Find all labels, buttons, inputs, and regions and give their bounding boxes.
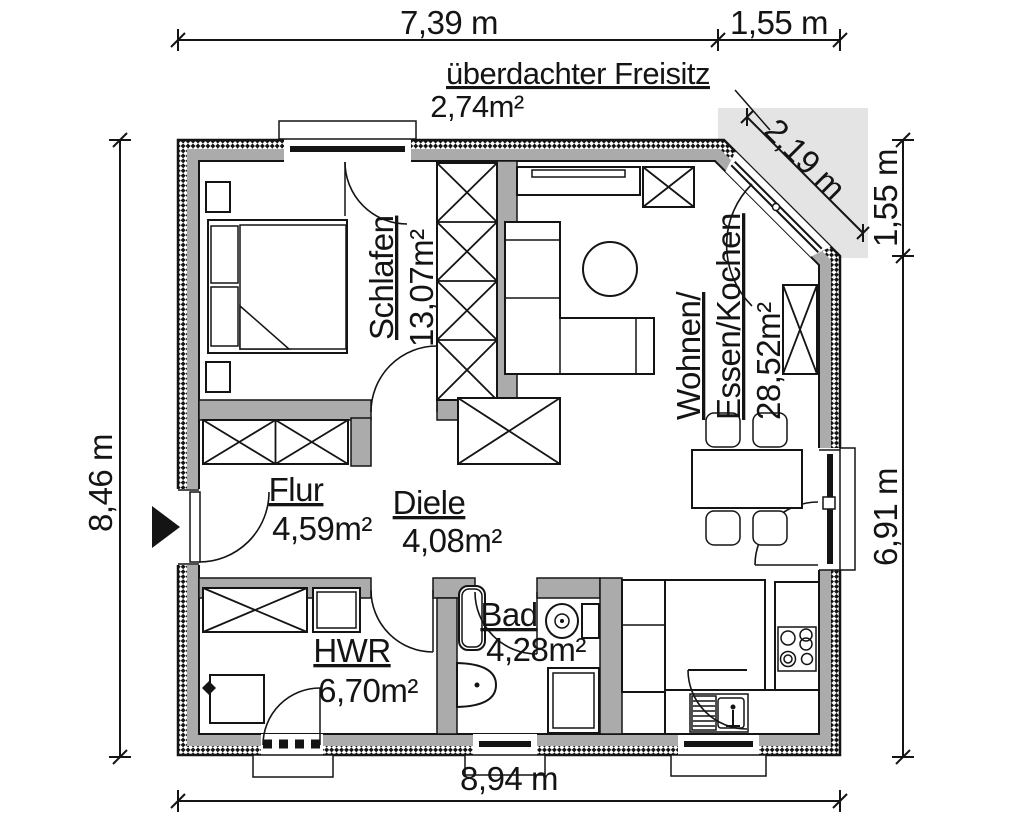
room-name-diele: Diele xyxy=(393,484,466,521)
entrance-door xyxy=(152,489,270,565)
wardrobe xyxy=(436,162,498,401)
room-name-hwr: HWR xyxy=(313,632,390,669)
bedroom-door xyxy=(370,345,438,413)
coffee-table xyxy=(582,241,638,297)
room-area-wohnen: 28,52m² xyxy=(750,302,787,420)
pillow xyxy=(210,225,239,284)
dim-right xyxy=(892,132,914,765)
room-area-hwr: 6,70m² xyxy=(318,672,418,709)
room-area-bad: 4,28m² xyxy=(486,631,586,668)
chair xyxy=(705,510,741,546)
dim-label-right-lower: 6,91 m xyxy=(867,468,904,566)
room-name-wohnen-line2: Essen/Kochen xyxy=(710,213,747,420)
hwr-door-swing-arc xyxy=(370,589,434,653)
dim-left xyxy=(109,132,131,765)
nightstand xyxy=(205,361,231,393)
toilet xyxy=(545,603,600,639)
room-area-schlafen: 13,07m² xyxy=(403,229,440,347)
dining-table xyxy=(691,449,803,509)
chair xyxy=(752,412,788,448)
corner-sofa xyxy=(504,221,655,375)
room-name-bad: Bad xyxy=(480,596,537,633)
room-area-flur: 4,59m² xyxy=(272,510,372,547)
sink xyxy=(689,693,749,733)
pantry-block xyxy=(664,579,766,691)
chair xyxy=(752,510,788,546)
kitchen-window xyxy=(670,734,767,777)
room-name-flur: Flur xyxy=(269,471,324,508)
tv-unit xyxy=(642,166,695,208)
blanket-fold xyxy=(239,304,291,350)
entrance-arrow-icon xyxy=(152,506,180,548)
room-area-diele: 4,08m² xyxy=(402,522,502,559)
chair xyxy=(705,412,741,448)
room-name-schlafen: Schlafen xyxy=(363,216,400,340)
boiler xyxy=(209,674,265,724)
shower xyxy=(547,667,600,734)
dim-bottom xyxy=(170,790,848,812)
living-furniture xyxy=(504,166,818,546)
valve-icon xyxy=(202,681,216,695)
room-name-wohnen-line1: Wohnen/ xyxy=(670,291,707,420)
kitchen-furniture xyxy=(621,579,820,735)
nightstand xyxy=(205,181,231,213)
bad-window xyxy=(464,734,546,776)
bad-door-swing-arc xyxy=(474,591,538,655)
dim-diagonal xyxy=(740,108,870,242)
dim-label-left: 8,46 m xyxy=(82,434,119,532)
hwr-furniture xyxy=(202,587,434,724)
bathroom-fixtures xyxy=(456,585,600,734)
dim-label-top-main: 7,39 m xyxy=(400,4,498,41)
freisitz-area: 2,74m² xyxy=(430,89,524,124)
tall-unit xyxy=(621,579,666,693)
corner-door-swing-arc xyxy=(725,183,753,307)
flur-closet xyxy=(202,419,349,465)
freisitz-leader-line xyxy=(734,89,771,131)
freisitz-label: überdachter Freisitz xyxy=(446,56,710,91)
dimension-lines xyxy=(109,29,914,812)
labels: 7,39 m 1,55 m 8,94 m 8,46 m 1,55 m 6,91 … xyxy=(82,4,904,797)
top-window xyxy=(278,120,417,225)
dim-label-top-corner: 1,55 m xyxy=(730,4,828,41)
hwr-exterior-door xyxy=(252,687,334,778)
dim-label-right-upper: 1,55 m xyxy=(867,149,904,247)
tall-cabinet xyxy=(782,284,818,375)
hwr-cabinet xyxy=(202,587,308,633)
pillow xyxy=(210,286,239,347)
corner-glass-door xyxy=(725,151,831,307)
dim-top xyxy=(170,29,848,51)
window-swing-arc xyxy=(344,161,408,225)
kitchen-door-swing-arc xyxy=(687,669,748,730)
dim-label-bottom: 8,94 m xyxy=(460,760,558,797)
cooktop xyxy=(777,626,817,672)
diele-cabinet xyxy=(457,397,561,465)
